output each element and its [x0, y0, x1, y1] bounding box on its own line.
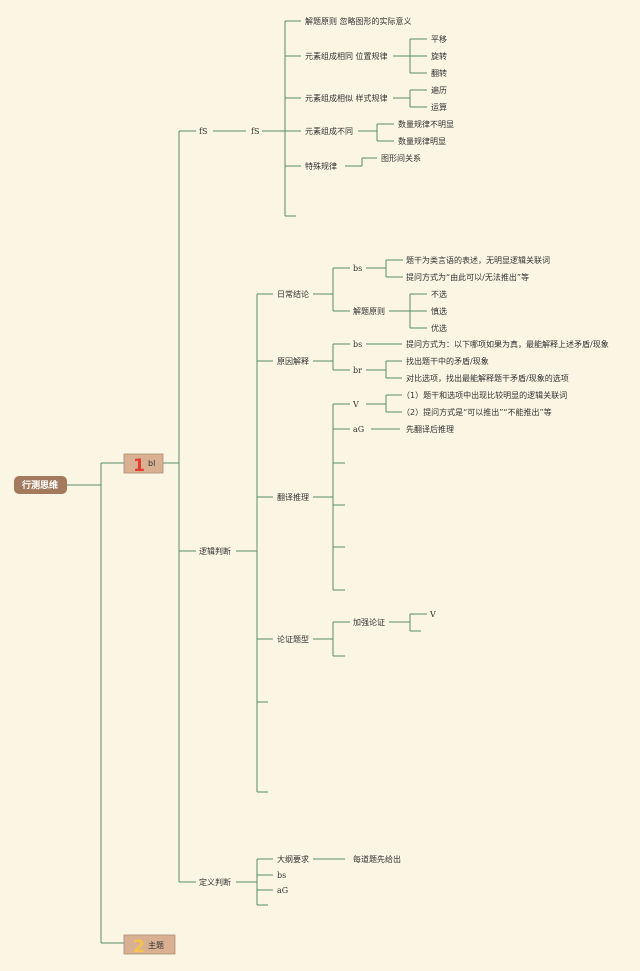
- shuliang-mingxian-leaf[interactable]: 数量规律明显: [398, 136, 446, 146]
- branch-luoji: 逻辑判断 日常结论 bs 题干为类言语的表述，无明显逻辑关联词 提问方式为“由此…: [199, 255, 609, 644]
- jieti-yuanze-node[interactable]: 解题原则 忽略图形的实际意义: [305, 16, 412, 26]
- topic-node-2[interactable]: 2 主题: [123, 934, 176, 957]
- richang-jieti-node[interactable]: 解题原则: [353, 306, 385, 316]
- yunsuan-leaf[interactable]: 运算: [431, 102, 447, 112]
- dingyi-panduan-node[interactable]: 定义判断: [199, 877, 231, 887]
- tuxing-guanxi-leaf[interactable]: 图形间关系: [381, 153, 421, 163]
- teshu-node[interactable]: 特殊规律: [305, 161, 337, 171]
- fanzhuan-leaf[interactable]: 翻转: [431, 68, 447, 78]
- fanyi-ag-text[interactable]: 先翻译后推理: [406, 424, 454, 434]
- fanyi-v-node[interactable]: V: [352, 400, 359, 409]
- topic-number-2: 2: [133, 937, 145, 957]
- branch-fs: fS fS 解题原则 忽略图形的实际意义 元素组成相同 位置规律 元素组成相似 …: [199, 16, 454, 171]
- topic-number-1: 1: [133, 456, 145, 476]
- yuanyin-bs-text[interactable]: 提问方式为：以下哪项如果为真，最能解释上述矛盾/现象: [406, 339, 609, 349]
- richang-bs-node[interactable]: bs: [353, 264, 362, 273]
- richang-jieti-item-2[interactable]: 慎选: [431, 306, 447, 316]
- shuliang-bumingxian-leaf[interactable]: 数量规律不明显: [398, 119, 454, 129]
- yuanyin-jieshi-node[interactable]: 原因解释: [277, 356, 309, 366]
- richang-jieti-item-3[interactable]: 优选: [431, 323, 447, 333]
- fanyi-v-item-1[interactable]: （1）题干和选项中出现比较明显的逻辑关联词: [402, 390, 567, 400]
- dingyi-ag-node[interactable]: aG: [277, 886, 288, 895]
- fs-child-label[interactable]: fS: [251, 127, 259, 136]
- yuanyin-br-item-1[interactable]: 找出题干中的矛盾/现象: [406, 356, 489, 366]
- yuanyin-br-node[interactable]: br: [353, 366, 362, 375]
- lunzheng-tixing-node[interactable]: 论证题型: [277, 634, 309, 644]
- bianli-leaf[interactable]: 遍历: [431, 85, 447, 95]
- xiangsi-node[interactable]: 元素组成相似 样式规律: [305, 93, 388, 103]
- richang-bs-item-2[interactable]: 提问方式为“由此可以/无法推出”等: [406, 272, 529, 282]
- root-node[interactable]: 行测思维: [14, 476, 67, 494]
- richang-jieti-item-1[interactable]: 不选: [431, 289, 447, 299]
- fanyi-v-item-2[interactable]: （2）提问方式是“可以推出”“不能推出”等: [402, 407, 552, 417]
- fs-label[interactable]: fS: [199, 127, 207, 136]
- lunzheng-v-node[interactable]: V: [429, 610, 436, 619]
- jiaqiang-lunzheng-node[interactable]: 加强论证: [353, 617, 385, 627]
- xiangtong-node[interactable]: 元素组成相同 位置规律: [305, 51, 388, 61]
- xuanzhuan-leaf[interactable]: 旋转: [431, 51, 447, 61]
- dingyi-bs-node[interactable]: bs: [277, 871, 286, 880]
- yuanyin-br-item-2[interactable]: 对比选项，找出最能解释题干矛盾/现象的选项: [406, 373, 569, 383]
- root-label: 行测思维: [21, 479, 58, 491]
- fanyi-ag-node[interactable]: aG: [353, 425, 364, 434]
- richang-jielun-node[interactable]: 日常结论: [277, 289, 309, 299]
- connector-lines: [67, 20, 427, 944]
- dagang-child-node[interactable]: 每道题先给出: [353, 854, 401, 864]
- dagang-yaoqiu-node[interactable]: 大纲要求: [277, 854, 309, 864]
- butong-node[interactable]: 元素组成不同: [305, 126, 353, 136]
- luoji-panduan-node[interactable]: 逻辑判断: [199, 546, 231, 556]
- richang-bs-item-1[interactable]: 题干为类言语的表述，无明显逻辑关联词: [406, 255, 550, 265]
- yuanyin-bs-node[interactable]: bs: [353, 340, 362, 349]
- topic-node-1[interactable]: 1 bl: [123, 453, 164, 476]
- fanyi-tuili-node[interactable]: 翻译推理: [277, 492, 309, 502]
- branch-dingyi: 定义判断 大纲要求 每道题先给出 bs aG: [199, 854, 401, 895]
- topic-label-1: bl: [148, 459, 155, 468]
- topic-label-2: 主题: [148, 940, 164, 950]
- pingyi-leaf[interactable]: 平移: [431, 34, 447, 44]
